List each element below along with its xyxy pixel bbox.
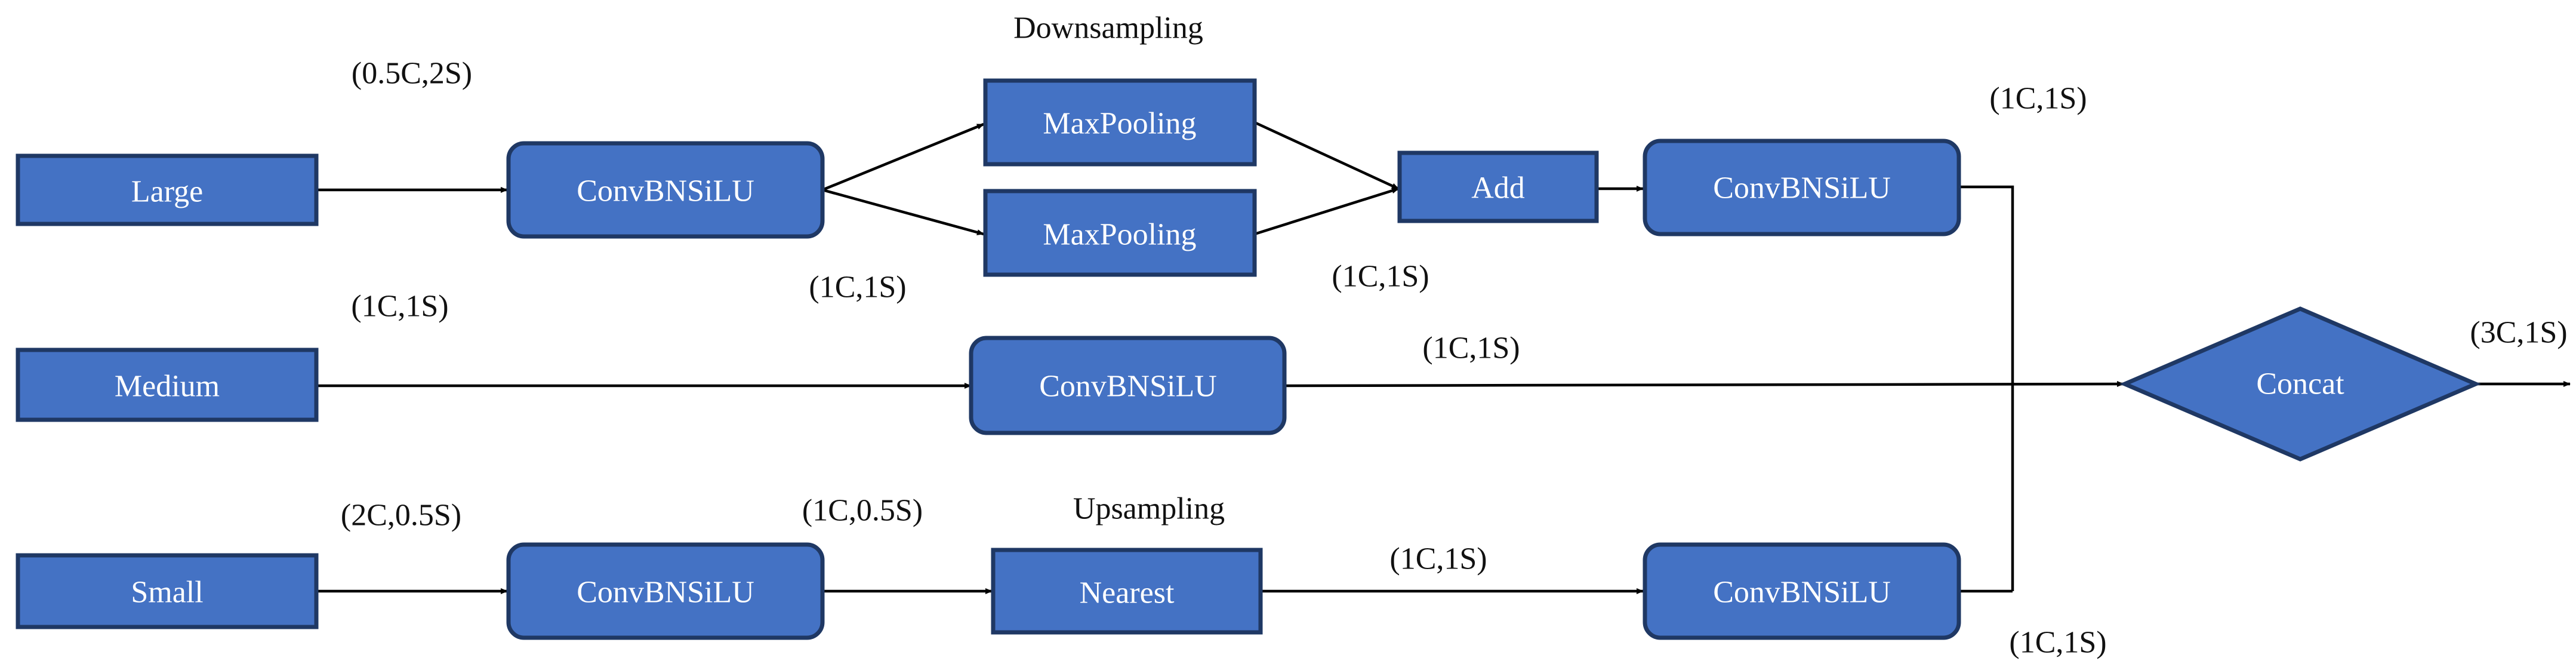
shape-label-small-conv-out: (1C,0.5S): [802, 494, 923, 528]
add-label: Add: [1471, 171, 1525, 205]
shape-label-maxpool-out: (1C,1S): [1332, 260, 1429, 294]
input-small: Small: [16, 553, 319, 629]
edge-maxpool-top-to-add: [1254, 121, 1399, 190]
shape-label-medium-in: (1C,1S): [351, 290, 448, 324]
edge-medium-conv-to-concat: [1284, 381, 2124, 388]
conv-small-block: ConvBNSiLU: [506, 542, 825, 640]
input-small-label: Small: [131, 576, 203, 610]
input-medium: Medium: [16, 348, 319, 422]
edge-conv-to-maxpool-top: [822, 122, 984, 192]
edges: [316, 121, 2571, 594]
conv-large-block: ConvBNSiLU: [506, 141, 825, 239]
conv-medium-label: ConvBNSiLU: [1039, 370, 1217, 404]
add-block: Add: [1397, 150, 1599, 223]
conv-after-add-label: ConvBNSiLU: [1713, 171, 1891, 205]
maxpool-bottom-label: MaxPooling: [1043, 218, 1196, 252]
input-large-label: Large: [131, 175, 203, 209]
upsampling-label: Upsampling: [1073, 492, 1225, 526]
edge-top-conv-to-merge: [1959, 185, 2014, 591]
conv-after-nearest-label: ConvBNSiLU: [1713, 576, 1891, 610]
shape-label-medium-conv-out: (1C,1S): [1422, 331, 1520, 365]
shape-label-large-conv-out: (1C,1S): [809, 271, 906, 305]
conv-small-label: ConvBNSiLU: [577, 576, 754, 610]
conv-after-nearest-block: ConvBNSiLU: [1643, 542, 1961, 640]
shape-label-large-in: (0.5C,2S): [352, 57, 472, 91]
nearest-block: Nearest: [991, 548, 1263, 635]
nearest-label: Nearest: [1080, 576, 1175, 610]
edge-conv-to-maxpool-bottom: [822, 188, 984, 236]
shape-label-top-conv-out: (1C,1S): [1989, 82, 2087, 116]
conv-after-add-block: ConvBNSiLU: [1643, 139, 1961, 236]
maxpool-top-block: MaxPooling: [983, 78, 1257, 167]
downsampling-label: Downsampling: [1013, 11, 1203, 45]
conv-medium-block: ConvBNSiLU: [969, 336, 1287, 435]
edge-maxpool-bottom-to-add: [1254, 187, 1399, 236]
maxpool-bottom-block: MaxPooling: [983, 189, 1257, 277]
shape-label-bottom-conv-out: (1C,1S): [2009, 626, 2106, 660]
shape-label-concat-out: (3C,1S): [2470, 316, 2567, 350]
input-medium-label: Medium: [115, 370, 220, 404]
input-large: Large: [16, 153, 319, 226]
shape-label-nearest-out: (1C,1S): [1389, 542, 1487, 576]
shape-label-small-in: (2C,0.5S): [341, 499, 461, 533]
conv-large-label: ConvBNSiLU: [577, 174, 754, 208]
concat-block: Concat: [2119, 306, 2481, 462]
maxpool-top-label: MaxPooling: [1043, 107, 1196, 141]
concat-label: Concat: [2256, 367, 2344, 401]
